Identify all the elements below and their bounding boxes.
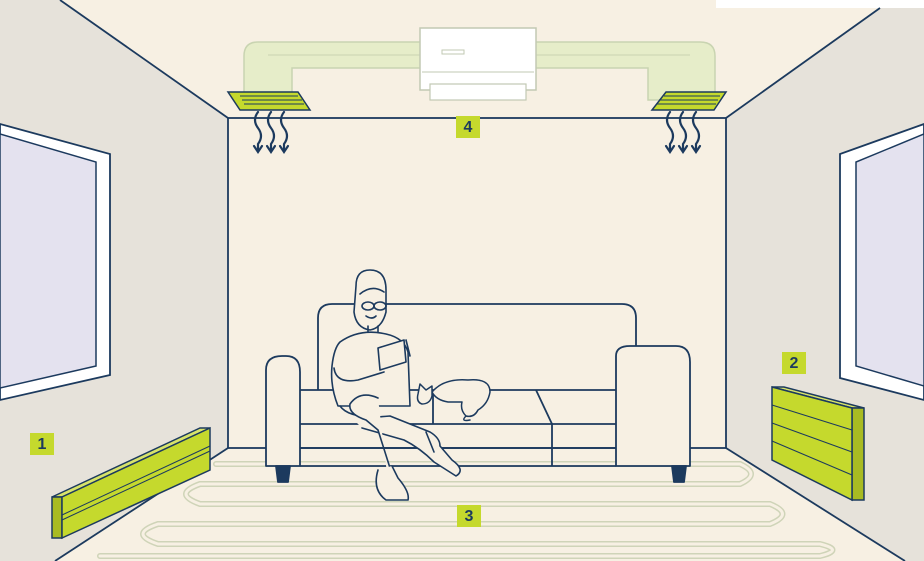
ducted-ac-system (243, 27, 716, 101)
reading-person (330, 269, 461, 501)
label-4-text: 4 (464, 119, 473, 136)
label-2-text: 2 (790, 355, 799, 372)
label-2-badge (782, 352, 806, 374)
cat (416, 379, 491, 422)
label-4-badge (456, 116, 480, 138)
baseboard-heater (51, 426, 211, 540)
underfloor-heating-coils (97, 461, 836, 559)
label-3-badge (457, 505, 481, 527)
airflow-arrows (252, 110, 702, 154)
indoor-ac-unit (419, 27, 537, 91)
label-3-text: 3 (465, 508, 474, 525)
sofa (265, 303, 691, 483)
right-ceiling-vent (650, 91, 728, 111)
wall-panel-heater (771, 386, 865, 502)
left-ceiling-vent (226, 91, 312, 111)
left-window (0, 123, 111, 401)
label-1-text: 1 (38, 436, 47, 453)
label-1-badge (30, 433, 54, 455)
right-window (839, 123, 924, 401)
